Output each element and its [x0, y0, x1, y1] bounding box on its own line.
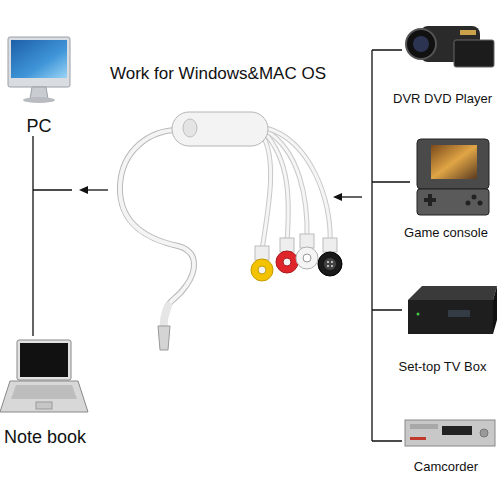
connector-line: [372, 50, 410, 441]
monitor-screen: [11, 40, 67, 78]
recorder-knob: [480, 429, 488, 437]
camera-trim: [460, 30, 476, 35]
stb-led: [417, 313, 420, 316]
plug-body: [280, 238, 294, 252]
console-dpad: [428, 194, 432, 206]
camera-glass: [413, 36, 429, 52]
arrow-head: [333, 193, 342, 201]
device-label: PC: [0, 117, 78, 137]
plug-socket: [258, 266, 266, 274]
stb-side: [493, 286, 497, 334]
plug-socket: [324, 258, 336, 270]
av-wire: [262, 134, 271, 250]
console-button: [478, 201, 483, 206]
laptop-lid: [17, 340, 71, 380]
plug-pin: [331, 265, 333, 267]
usb-cable: [120, 130, 194, 306]
stb-top: [408, 286, 497, 300]
recorder-tray: [410, 424, 438, 429]
recorder-display: [442, 426, 472, 435]
plug-socket: [303, 254, 311, 262]
monitor-frame: [8, 37, 70, 87]
module-button: [183, 119, 197, 137]
diagram-title: Work for Windows&MAC OS: [98, 65, 338, 84]
plug-pin: [327, 265, 329, 267]
plug-pin: [327, 261, 329, 263]
av-wire: [266, 128, 330, 242]
device-label: Set-top TV Box: [385, 360, 500, 374]
plug-pin: [331, 261, 333, 263]
camera-flip-screen: [454, 40, 494, 67]
laptop-screen: [20, 343, 68, 377]
device-label: DVR DVD Player: [385, 92, 500, 106]
arrow-head: [79, 186, 88, 194]
red-rca-plug: [276, 251, 298, 273]
device-label: Note book: [4, 428, 124, 448]
device-label: Game console: [392, 226, 500, 240]
laptop-touchpad: [36, 402, 52, 409]
av-wire: [266, 128, 330, 242]
arrow-shaft: [340, 196, 362, 197]
yellow-rca-plug: [251, 259, 273, 281]
stb-display: [448, 310, 470, 317]
console-button: [472, 195, 477, 200]
usb-plug-body: [164, 306, 168, 328]
device-label: Camcorder: [392, 460, 500, 474]
av-wire: [265, 130, 307, 238]
arrow-shaft: [86, 189, 108, 190]
white-rca-plug: [296, 247, 318, 269]
monitor-base: [23, 97, 55, 103]
usb-cable: [120, 130, 194, 306]
console-top: [417, 139, 489, 189]
av-wire: [265, 130, 307, 238]
stb-front: [408, 300, 493, 334]
av-wire: [262, 134, 271, 250]
recorder-body: [405, 420, 495, 446]
console-button: [466, 201, 471, 206]
recorder-logo: [410, 437, 426, 440]
console-screen: [431, 145, 477, 179]
connector-line: [33, 136, 72, 336]
plug-body: [255, 246, 269, 260]
camera-lens: [406, 29, 436, 59]
laptop-keyboard: [11, 385, 77, 399]
plug-body: [300, 234, 314, 248]
svideo-plug: [318, 252, 342, 276]
plug-body: [323, 238, 337, 252]
console-bottom: [417, 189, 489, 215]
plug-socket: [283, 258, 291, 266]
laptop-base: [0, 381, 88, 412]
usb-plug-metal: [158, 326, 170, 350]
capture-module: [172, 112, 268, 146]
